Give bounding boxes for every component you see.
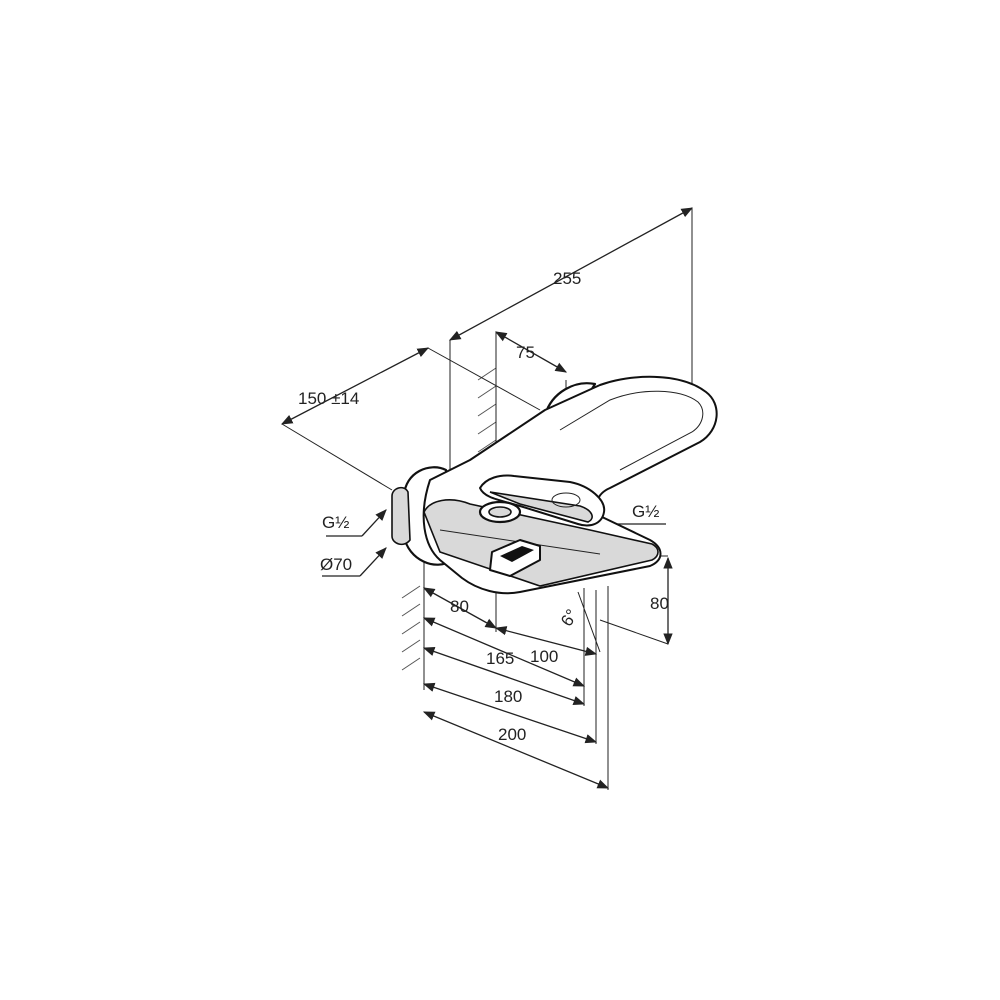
dim-thread-right: G½ [632,502,659,521]
dim-spout-height: 80 [650,594,669,613]
dim-80: 80 [450,597,469,616]
dim-200: 200 [498,725,526,744]
dim-spout-offset: 75 [516,343,535,362]
dim-180: 180 [494,687,522,706]
dim-wall-distance: 150 ±14 [298,389,359,408]
leader-lines [322,509,666,577]
faucet-body [391,375,718,595]
dim-165: 165 [486,649,514,668]
dim-angle: 6° [557,606,582,630]
dim-overall-length: 255 [553,269,581,288]
dimension-lines [280,207,694,789]
dim-100: 100 [530,647,558,666]
wall-hatching-top [477,367,497,453]
wall-hatching-bottom [401,585,421,671]
dim-rosette-diameter: Ø70 [320,555,352,574]
dim-thread-left: G½ [322,513,349,532]
spout-shelf [423,499,659,587]
left-connector [391,486,411,546]
